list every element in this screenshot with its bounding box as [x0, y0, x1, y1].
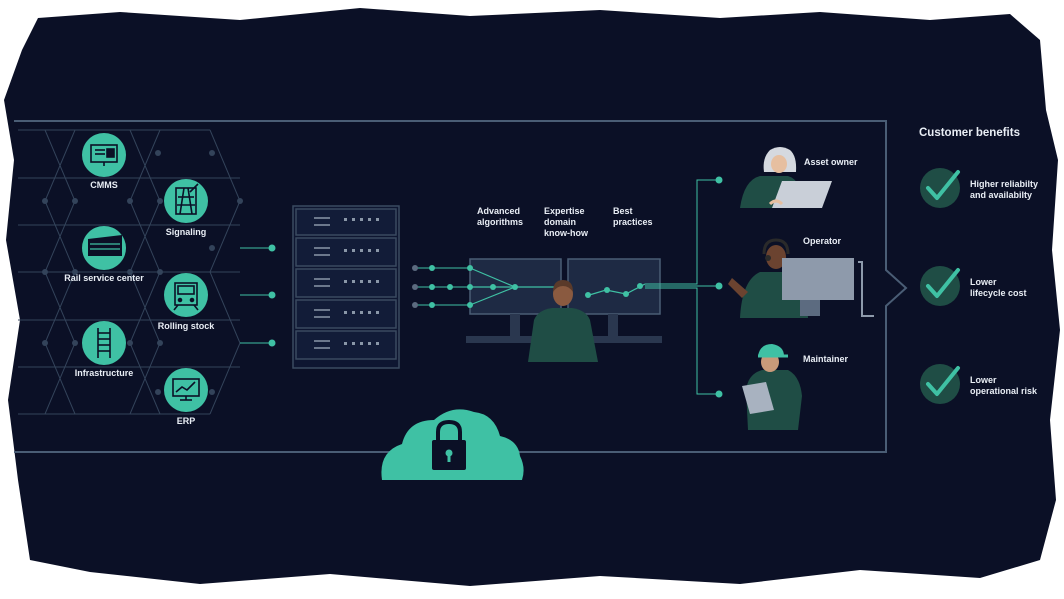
role-connectors [645, 179, 719, 395]
network-nodes [42, 150, 243, 395]
benefit-check-2 [920, 266, 960, 306]
track-icon [97, 328, 111, 358]
label-advanced-algorithms: Advanced algorithms [477, 206, 524, 227]
infrastructure-node [82, 321, 126, 365]
railway-signal-icon [175, 183, 199, 215]
chart-monitor-icon [172, 378, 200, 401]
monitor-icon [90, 144, 118, 166]
signaling-node [164, 179, 208, 223]
benefit-label-1: Higher reliabilty and availabilty [970, 179, 1039, 200]
train-icon [173, 282, 199, 311]
rail-service-center-node [82, 226, 126, 270]
benefit-label-3: Lower operational risk [970, 375, 1038, 396]
source-label-infrastructure: Infrastructure [74, 368, 134, 378]
rolling-stock-node [164, 273, 208, 317]
cmms-node [82, 133, 126, 177]
benefit-check-3 [920, 364, 960, 404]
system-frame [14, 120, 908, 453]
benefits-title: Customer benefits [919, 127, 1020, 139]
source-label-rail-service-center: Rail service center [64, 273, 144, 283]
source-label-erp: ERP [176, 416, 196, 426]
role-label-operator: Operator [803, 236, 842, 246]
source-label-rolling-stock: Rolling stock [157, 321, 215, 331]
asset-owner-figure [740, 147, 832, 208]
benefit-check-1 [920, 168, 960, 208]
analytics-workstation [466, 258, 662, 362]
source-label-cmms: CMMS [90, 180, 118, 190]
check-icon [926, 366, 960, 396]
erp-node [164, 368, 208, 412]
rail-service-center-icon [88, 235, 122, 256]
check-icon [926, 268, 960, 298]
role-label-asset-owner: Asset owner [804, 157, 858, 167]
source-connector-dots [268, 244, 276, 347]
label-expertise: Expertise domain know-how [544, 206, 588, 238]
role-label-maintainer: Maintainer [803, 354, 849, 364]
maintainer-figure [742, 344, 802, 430]
benefit-label-2: Lower lifecycle cost [970, 277, 1027, 298]
label-best-practices: Best practices [613, 206, 653, 227]
operator-figure [728, 238, 874, 318]
check-icon [926, 170, 960, 200]
cloud-lock-icon [381, 409, 524, 480]
source-connectors [240, 247, 272, 344]
analyst-figure [528, 308, 598, 362]
source-label-signaling: Signaling [165, 227, 207, 237]
server-rack [292, 205, 400, 369]
